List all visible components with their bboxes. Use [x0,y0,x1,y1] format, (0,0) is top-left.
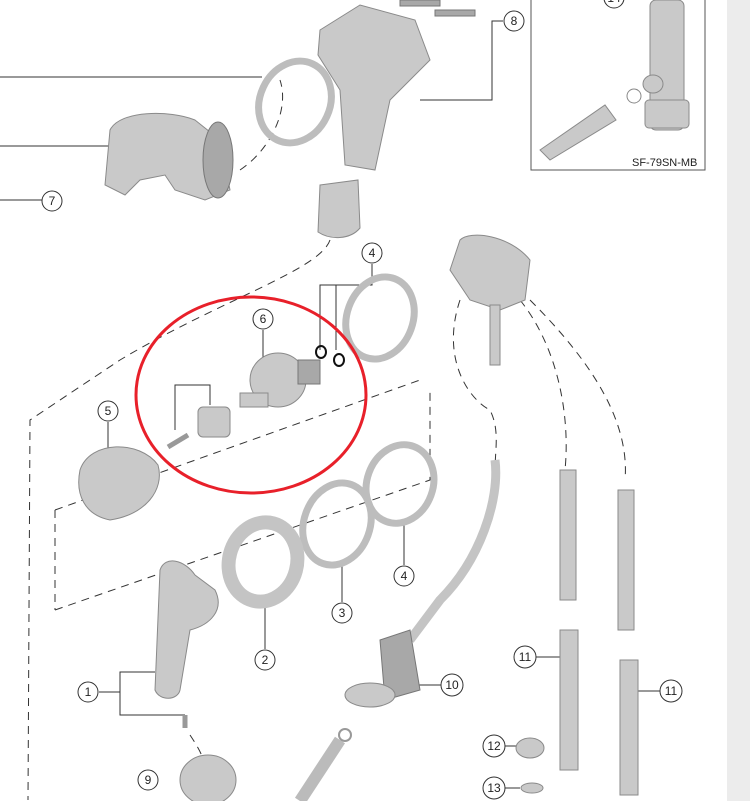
part-12-nut [515,737,545,759]
callout-1: 1 [77,681,99,703]
part-4-ring-upper [342,273,418,363]
svg-text:6: 6 [260,312,267,326]
inset-model-label: SF-79SN-MB [632,157,697,169]
callout-4-lower: 4 [393,565,415,587]
svg-text:8: 8 [511,14,518,28]
callout-5: 5 [97,400,119,422]
callout-8: 8 [503,10,525,32]
svg-text:3: 3 [339,606,346,620]
callout-4-upper: 4 [361,242,383,264]
svg-text:11: 11 [519,650,532,664]
callout-11-left: 11 [513,645,537,669]
callout-10: 10 [440,673,464,697]
part-5-escutcheon [78,446,160,521]
callout-7: 7 [41,190,63,212]
part-2-trim-ring [221,515,305,609]
exploded-parts-diagram: SF-79SN-MB [0,0,706,801]
part-9-knob [179,754,237,801]
hose-assembly [294,234,531,801]
part-4-ring-lower [362,441,438,527]
svg-text:11: 11 [665,684,678,698]
svg-text:7: 7 [49,194,56,208]
svg-text:4: 4 [401,569,408,583]
part-10-connector [379,629,421,701]
highlight-circle [134,295,368,495]
svg-text:9: 9 [145,773,152,787]
inset-panel: SF-79SN-MB [530,0,706,171]
callout-3: 3 [331,602,353,624]
part-3-gasket [299,479,375,569]
callout-14: 14 [603,0,625,9]
inset-hose [539,104,617,161]
svg-text:4: 4 [369,246,376,260]
svg-text:10: 10 [445,678,459,692]
svg-text:5: 5 [105,404,112,418]
callout-2: 2 [254,649,276,671]
inset-tee-pipe [649,0,685,131]
viewer-scrollbar-track[interactable] [727,0,750,801]
callout-11-right: 11 [659,679,683,703]
part-1-handle [154,560,219,699]
part-7-spout [104,112,234,201]
svg-text:1: 1 [85,685,92,699]
sleeve [317,179,361,238]
part-8-mount-bracket [317,0,476,171]
svg-text:2: 2 [262,653,269,667]
part-13-washer [520,782,544,794]
part-6-cartridge [166,345,345,450]
svg-text:13: 13 [487,781,501,795]
callout-6: 6 [252,308,274,330]
svg-text:12: 12 [487,739,501,753]
part-11-supply-tubes [559,469,639,796]
svg-text:14: 14 [607,0,621,5]
callout-9: 9 [137,769,159,791]
callout-13: 13 [482,776,506,800]
callout-12: 12 [482,734,506,758]
